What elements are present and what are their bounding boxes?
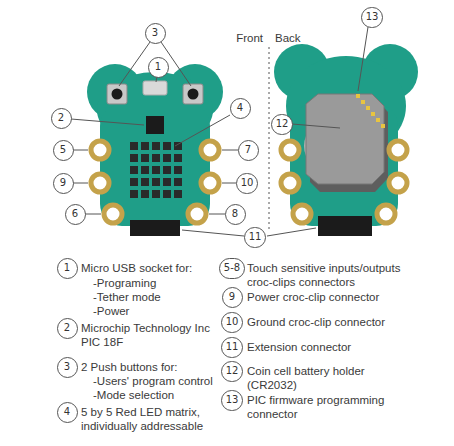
description-text: 5 by 5 Red LED matrix, bbox=[81, 406, 200, 419]
callout-text: 10 bbox=[241, 178, 254, 188]
front-board bbox=[87, 64, 223, 236]
callout-number: 12 bbox=[271, 114, 293, 135]
croc-pads-back bbox=[281, 141, 407, 223]
callout-number: 9 bbox=[53, 173, 74, 194]
callout-text: 6 bbox=[72, 209, 78, 219]
croc-pads bbox=[91, 141, 219, 223]
description-text: individually addressable bbox=[81, 420, 203, 433]
description-text: Coin cell battery holder bbox=[247, 365, 365, 378]
callout-number: 11 bbox=[221, 337, 243, 358]
description-text: PIC firmware programming bbox=[247, 394, 384, 407]
description-text: -Programing bbox=[93, 277, 156, 290]
callout-text: 4 bbox=[64, 407, 70, 417]
callout-number: 13 bbox=[221, 390, 243, 411]
callout-text: 13 bbox=[366, 12, 379, 22]
callout-number: 8 bbox=[225, 204, 246, 225]
description-text: Extension connector bbox=[247, 341, 351, 354]
back-board bbox=[274, 44, 418, 236]
callout-text: 11 bbox=[249, 232, 262, 242]
callout-text: 5 bbox=[60, 145, 66, 155]
callout-text: 7 bbox=[245, 145, 251, 155]
callout-number: 1 bbox=[148, 57, 169, 78]
description-text: PIC 18F bbox=[81, 336, 123, 349]
callout-number: 2 bbox=[51, 108, 72, 129]
callout-text: 5-8 bbox=[224, 263, 240, 273]
callout-text: 13 bbox=[226, 395, 239, 405]
callout-number: 7 bbox=[238, 140, 259, 161]
callout-number: 3 bbox=[57, 357, 78, 378]
leader-lines bbox=[71, 27, 368, 236]
callout-text: 1 bbox=[64, 263, 70, 273]
description-text: croc-clips connectors bbox=[247, 276, 355, 289]
callout-text: 9 bbox=[60, 178, 66, 188]
description-text: -Users' program control bbox=[93, 375, 213, 388]
description-text: Micro USB socket for: bbox=[81, 262, 192, 275]
callout-number: 11 bbox=[244, 227, 266, 248]
callout-text: 3 bbox=[152, 28, 158, 38]
callout-text: 12 bbox=[226, 366, 239, 376]
callout-number: 6 bbox=[65, 204, 86, 225]
description-text: (CR2032) bbox=[247, 379, 297, 392]
callout-number: 10 bbox=[236, 173, 258, 194]
view-label: Back bbox=[275, 32, 301, 45]
callout-text: 2 bbox=[64, 323, 70, 333]
description-text: connector bbox=[247, 408, 298, 421]
callout-text: 8 bbox=[232, 209, 238, 219]
callout-text: 10 bbox=[226, 317, 239, 327]
description-text: Microchip Technology Inc bbox=[81, 322, 210, 335]
callout-number: 1 bbox=[57, 258, 78, 279]
callout-number: 4 bbox=[57, 402, 78, 423]
description-text: -Mode selection bbox=[93, 389, 174, 402]
view-label: Front bbox=[236, 32, 263, 45]
callout-text: 11 bbox=[226, 342, 239, 352]
callout-text: 12 bbox=[276, 119, 289, 129]
callout-number: 2 bbox=[57, 318, 78, 339]
description-text: Ground croc-clip connector bbox=[247, 316, 385, 329]
callout-number: 4 bbox=[230, 98, 251, 119]
callout-number: 5 bbox=[53, 140, 74, 161]
callout-text: 3 bbox=[64, 362, 70, 372]
callout-text: 4 bbox=[237, 103, 243, 113]
callout-number: 3 bbox=[145, 23, 166, 44]
divider bbox=[269, 47, 270, 232]
callout-number: 12 bbox=[221, 361, 243, 382]
callout-text: 1 bbox=[155, 62, 161, 72]
description-text: 2 Push buttons for: bbox=[81, 361, 178, 374]
callout-number: 13 bbox=[361, 7, 383, 28]
callout-number: 5-8 bbox=[219, 258, 245, 279]
description-text: Touch sensitive inputs/outputs bbox=[247, 262, 400, 275]
callout-text: 9 bbox=[229, 292, 235, 302]
description-text: Power croc-clip connector bbox=[247, 291, 379, 304]
callout-number: 9 bbox=[222, 287, 243, 308]
callout-number: 10 bbox=[221, 312, 243, 333]
callout-text: 2 bbox=[58, 113, 64, 123]
description-text: -Power bbox=[93, 305, 129, 318]
description-text: -Tether mode bbox=[93, 291, 161, 304]
